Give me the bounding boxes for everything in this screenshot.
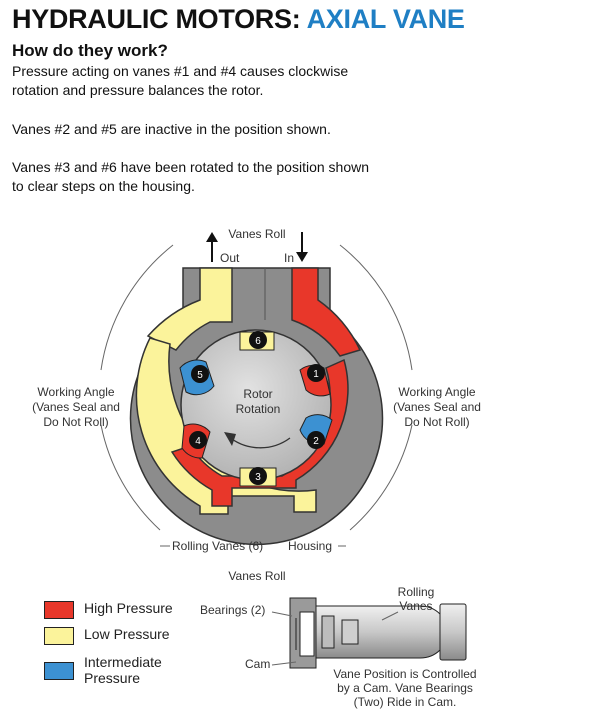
legend-label-intermediate: Intermediate Pressure [84, 654, 162, 686]
detail-bearings-leader [271, 611, 293, 617]
legend-swatch-high [44, 601, 74, 619]
detail-cam-label: Cam [245, 657, 270, 671]
low-pressure-passage [135, 267, 317, 515]
in-arrow-icon [296, 232, 308, 262]
vane-4-label: 4 [195, 436, 201, 447]
detail-caption-1: Vane Position is Controlled [333, 667, 476, 681]
vane-6: 6 [239, 331, 275, 351]
detail-rolling-vanes-1: Rolling [398, 585, 435, 599]
detail-bearings-label: Bearings (2) [200, 603, 265, 617]
vane-5-label: 5 [197, 370, 203, 381]
subtitle: How do they work? [12, 41, 168, 60]
description-paragraph-1: Pressure acting on vanes #1 and #4 cause… [12, 63, 349, 98]
working-right-line-1: Working Angle [398, 385, 475, 399]
legend-swatch-intermediate [44, 662, 74, 680]
vane-3-label: 3 [255, 472, 261, 483]
out-label: Out [220, 251, 240, 265]
working-right-line-3: Do Not Roll) [404, 415, 469, 429]
legend-item-low-pressure: Low Pressure [44, 626, 244, 650]
detail-rolling-vanes-2: Vanes [399, 599, 432, 613]
legend-swatch-low [44, 627, 74, 645]
vane-5: 5 [179, 359, 215, 396]
title-part-1: HYDRAULIC MOTORS: [12, 4, 301, 34]
vane-1-label: 1 [313, 369, 319, 380]
working-left-line-3: Do Not Roll) [43, 415, 108, 429]
legend-label-low: Low Pressure [84, 626, 170, 642]
legend-label-high: High Pressure [84, 600, 173, 616]
vane-2: 2 [299, 414, 333, 449]
rotor-label-1: Rotor [243, 387, 272, 401]
rolling-vanes-label: Rolling Vanes (6) [172, 539, 263, 553]
rotor-label-2: Rotation [236, 402, 281, 416]
vane-6-label: 6 [255, 336, 261, 347]
working-right-line-2: (Vanes Seal and [393, 400, 481, 414]
vane-2-label: 2 [313, 436, 319, 447]
description-paragraph-3: Vanes #3 and #6 have been rotated to the… [12, 159, 370, 194]
legend-item-high-pressure: High Pressure [44, 600, 244, 624]
vane-3: 3 [239, 467, 277, 487]
detail-caption-2: by a Cam. Vane Bearings [337, 681, 473, 695]
in-label: In [284, 251, 294, 265]
working-angle-left: Working Angle (Vanes Seal and Do Not Rol… [32, 385, 120, 429]
detail-caption-3: (Two) Ride in Cam. [354, 695, 457, 709]
rotation-arrow [227, 435, 291, 449]
travel-arcs [100, 244, 413, 531]
title-part-2: AXIAL VANE [306, 4, 465, 34]
out-arrow-icon [206, 232, 218, 262]
rotation-arrowhead [224, 432, 236, 446]
detail-cam-leader [271, 661, 297, 666]
working-angle-right: Working Angle (Vanes Seal and Do Not Rol… [393, 385, 481, 429]
legend-item-intermediate-pressure: Intermediate Pressure [44, 654, 244, 690]
vane-assembly-detail [289, 597, 467, 669]
page-title: HYDRAULIC MOTORS: AXIAL VANE [12, 4, 465, 35]
vanes-roll-bottom-label: Vanes Roll [228, 569, 285, 583]
working-left-line-1: Working Angle [37, 385, 114, 399]
vane-1: 1 [299, 364, 331, 397]
high-pressure-passage [170, 267, 362, 507]
housing-label: Housing [288, 539, 332, 553]
detail-rolling-vanes-leader [381, 611, 399, 621]
vane-4: 4 [181, 423, 211, 459]
description-paragraph-2: Vanes #2 and #5 are inactive in the posi… [12, 121, 331, 137]
vanes-roll-top-label: Vanes Roll [228, 227, 285, 241]
working-left-line-2: (Vanes Seal and [32, 400, 120, 414]
